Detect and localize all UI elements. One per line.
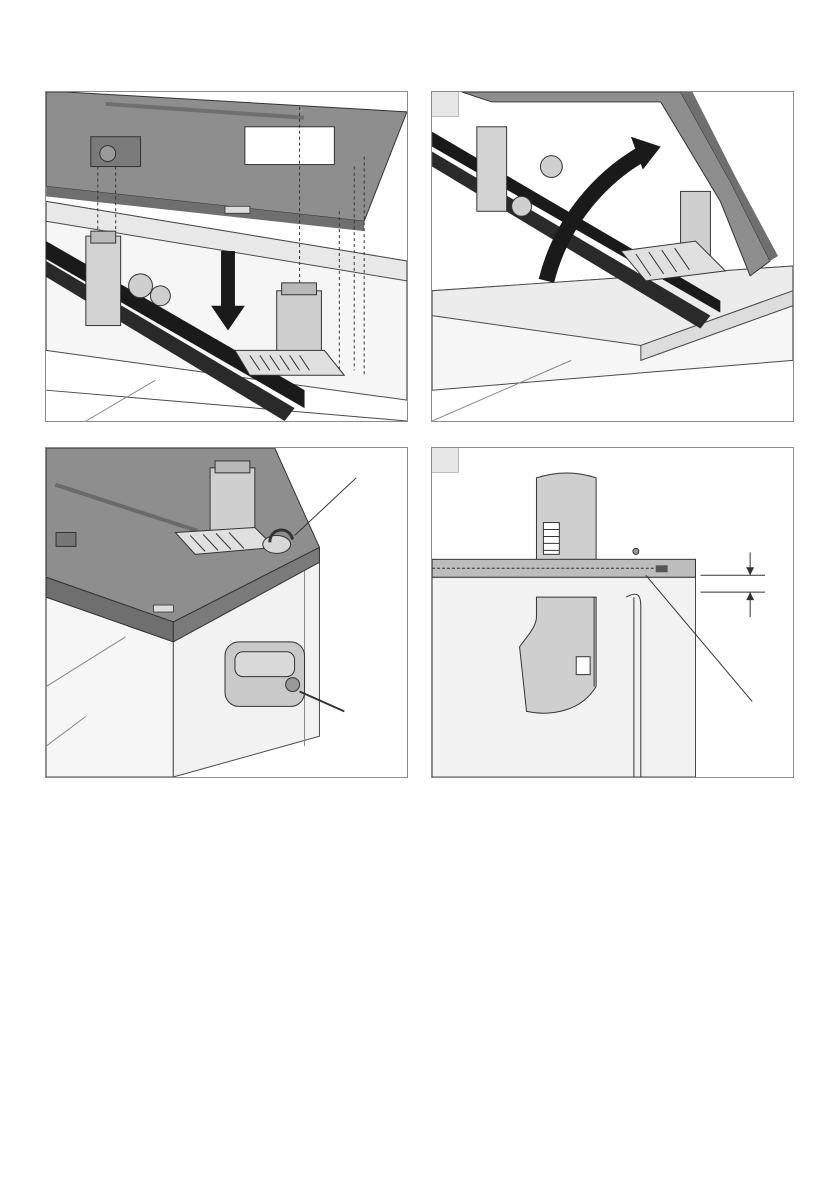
cover-placement-illustration xyxy=(46,92,407,421)
suction-cup xyxy=(129,274,153,298)
arrow-down-icon xyxy=(746,567,754,575)
filter-unit xyxy=(210,468,255,536)
water-level-section-illustration xyxy=(432,448,793,777)
step-1-panel xyxy=(45,91,408,422)
hose-connector xyxy=(263,535,291,553)
cover-opening xyxy=(245,127,334,165)
closed-cover-illustration xyxy=(46,448,407,777)
filter-tray xyxy=(235,350,344,375)
cover-opening-illustration xyxy=(432,92,793,421)
step-2-panel xyxy=(431,91,794,422)
left-filter xyxy=(477,127,507,211)
dimension-marker xyxy=(700,552,765,617)
arrow-up-icon xyxy=(746,592,754,600)
callout-line xyxy=(295,478,357,536)
step-3-panel xyxy=(45,447,408,778)
step-4-panel xyxy=(431,447,794,778)
left-filter xyxy=(86,236,121,325)
